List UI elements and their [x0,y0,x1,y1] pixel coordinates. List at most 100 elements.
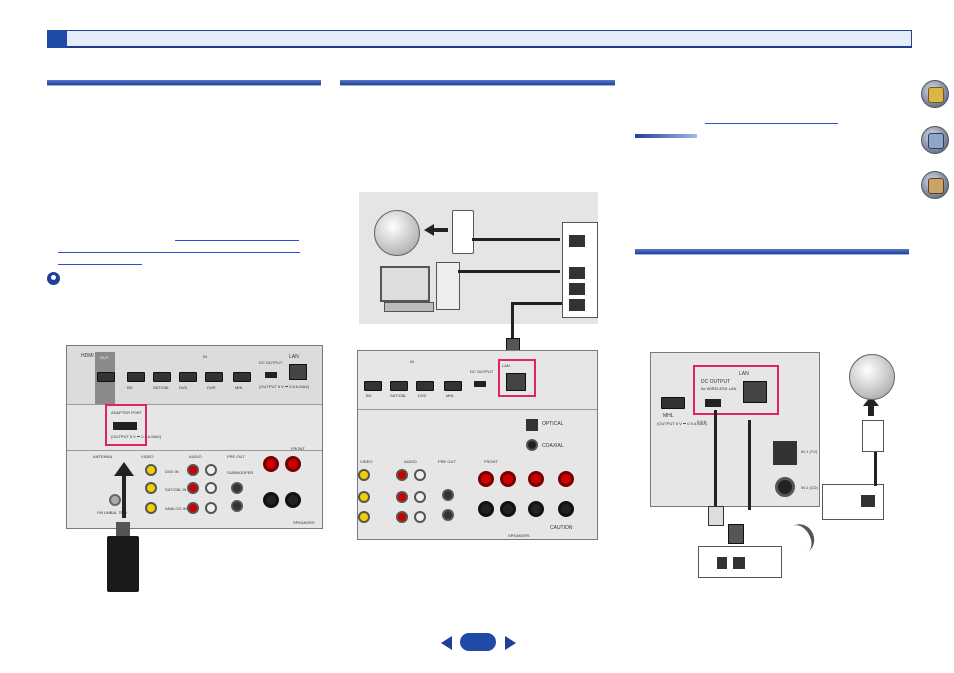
chapter-header-bar [47,30,912,48]
receiver-cable-v [511,302,514,342]
usb-port [265,372,277,378]
caution-label: CAUTION [550,525,573,531]
toc-button[interactable] [921,80,949,108]
internet-arrow-shaft [432,228,448,232]
hdmi-bd-label: BD [127,385,133,390]
computer-monitor-icon [380,266,430,302]
hdmi-port-3 [179,372,197,382]
hdmi-out-port [97,372,115,382]
coaxial-jack [526,439,538,451]
middle-rear-panel: IN BD SAT/CBL DVD MHL DC OUTPUT LAN OPTI… [357,350,598,540]
usb-plug [708,506,724,526]
right-mhl-label: MHL [663,413,674,419]
speaker-front-r-neg [263,492,279,508]
mid-mhl-label: MHL [446,393,454,398]
audio-r-jack-3 [187,502,199,514]
audio-r-jack-2 [187,482,199,494]
wireless-adapter [107,536,139,592]
mid-spk-3 [528,471,544,487]
right-dc-label: DC OUTPUT [701,379,730,385]
router-cable [874,450,877,486]
hdmi-dvr-label: DVR [207,385,215,390]
page-number-pill [460,633,496,651]
dvd-in-label: DVD IN [165,469,179,474]
hdmi-in-label: IN [203,354,207,359]
left-link-underline-1[interactable] [175,240,299,241]
front-label: FRONT [291,446,305,451]
left-section-rule [47,80,321,86]
mid-audio-l-1 [414,469,426,481]
lan-label: LAN [289,354,299,360]
mid-audio-r-2 [396,491,408,503]
optical-label: OPTICAL [542,421,563,427]
right-usb-port [705,399,721,407]
video-jack-2 [145,482,157,494]
mid-spk-7 [528,501,544,517]
prev-page-arrow[interactable] [441,636,452,650]
internet-globe-icon [374,210,420,256]
mid-spk-4 [558,471,574,487]
important-note-icon [47,272,60,285]
subwoofer-jack-1 [231,482,243,494]
chapter-number-box [47,30,67,48]
right-lan-label: LAN [739,371,749,377]
hdmi-out-label: OUT [100,355,108,360]
right-modem-icon [862,420,884,452]
lan-plug-right [728,524,744,544]
menu-button[interactable] [921,126,949,154]
index-button[interactable] [921,171,949,199]
left-link-underline-2[interactable] [58,252,300,253]
mid-sat-label: SAT/CBL [390,393,406,398]
video-jack-1 [145,464,157,476]
middle-section-rule [340,80,615,86]
left-link-underline-3[interactable] [58,264,142,265]
mid-hdmi-2 [390,381,408,391]
wireless-lan-converter [698,546,782,578]
hdmi-port-2 [153,372,171,382]
modem-icon [452,210,474,254]
audio-r-jack-1 [187,464,199,476]
note-pencil-icon [635,134,697,138]
router-hub-icon [562,222,598,318]
computer-tower-icon [436,262,460,310]
mid-pre-out-label: PRE OUT [438,459,456,464]
subwoofer-jack-2 [231,500,243,512]
speaker-front-l-neg [285,492,301,508]
video-label: VIDEO [141,454,153,459]
fm-antenna-jack [109,494,121,506]
mid-spk-5 [478,501,494,517]
lan-cable [748,420,751,510]
mid-sub-jack-1 [442,489,454,501]
mid-audio-r-3 [396,511,408,523]
right-section-rule [635,249,909,255]
mid-dc-label: DC OUTPUT [470,369,493,374]
right-in-tv-label: IN 1 (TV) [801,449,817,454]
mid-sub-jack-2 [442,509,454,521]
mid-front-label: FRONT [484,459,498,464]
computer-cable [458,270,560,273]
mid-video-jack-3 [358,511,370,523]
right-coax-jack [775,477,795,497]
next-page-arrow[interactable] [505,636,516,650]
right-internet-globe-icon [849,354,895,400]
adapter-rating-label: (OUTPUT 5 V ⎓ 0.1 A MAX) [111,434,161,439]
mid-spk-2 [500,471,516,487]
hdmi-mhl-label: MHL [235,385,243,390]
right-link-underline[interactable] [705,123,838,124]
mid-spk-1 [478,471,494,487]
usb-cable [714,410,717,510]
hdmi-port-4 [205,372,223,382]
mid-hdmi-in-label: IN [410,359,414,364]
dc-rating-label: (OUTPUT 5 V ⎓ 0.6 A MAX) [259,384,309,389]
speaker-front-r [263,456,279,472]
audio-label: AUDIO [189,454,202,459]
mid-dvd-label: DVD [418,393,426,398]
hdmi-sat-label: SAT/CBL [153,385,169,390]
speakers-label: SPEAKERS [293,520,315,525]
mid-hdmi-3 [416,381,434,391]
mid-audio-l-2 [414,491,426,503]
optical-port [526,419,538,431]
audio-l-jack-2 [205,482,217,494]
receiver-cable-h [512,302,562,305]
sat-in-label: SAT/CBL IN [165,487,186,492]
